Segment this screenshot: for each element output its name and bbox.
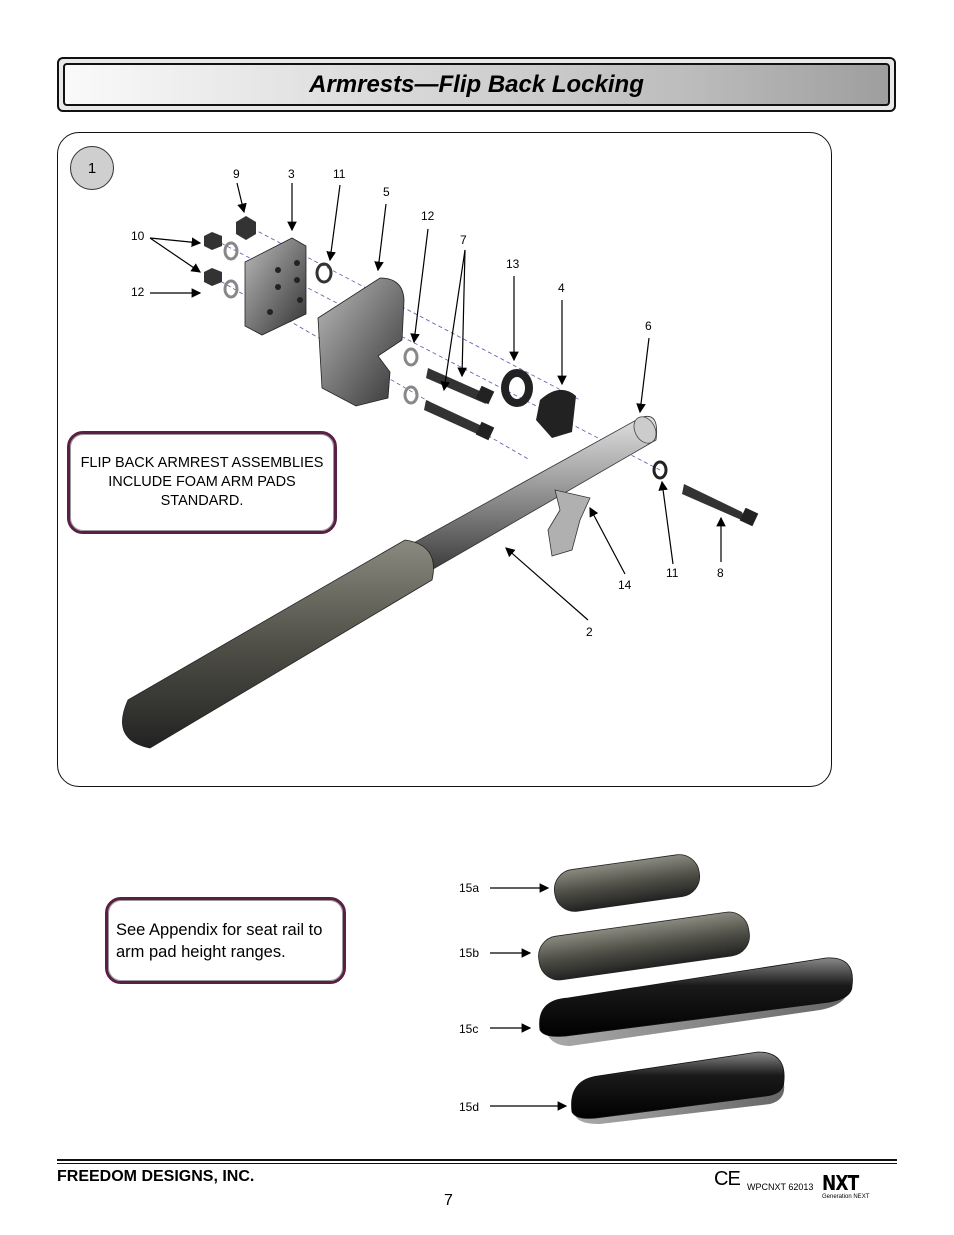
step-number-badge: 1 bbox=[70, 146, 114, 190]
callout-label: 3 bbox=[288, 167, 295, 181]
callout-label: 12 bbox=[131, 285, 145, 299]
callout-label: 4 bbox=[558, 281, 565, 295]
callout-label: 10 bbox=[131, 229, 145, 243]
callout-label: 9 bbox=[233, 167, 240, 181]
pad-label: 15a bbox=[459, 881, 480, 895]
callout-label: 7 bbox=[460, 233, 467, 247]
ce-mark: CE bbox=[714, 1168, 741, 1190]
callout-arrows bbox=[149, 182, 726, 621]
footer-rule bbox=[57, 1159, 897, 1161]
pad-arrows bbox=[490, 883, 568, 1111]
title-bar: Armrests—Flip Back Locking bbox=[57, 57, 896, 112]
plate-holes bbox=[267, 260, 303, 315]
brand-tagline: Generation NEXT bbox=[822, 1194, 870, 1200]
appendix-note: See Appendix for seat rail to arm pad he… bbox=[105, 897, 346, 984]
callout-label: 5 bbox=[383, 185, 390, 199]
armrest-tube bbox=[409, 415, 658, 573]
hardware bbox=[204, 216, 759, 527]
foam-grip bbox=[122, 539, 434, 749]
footer-rule-thin bbox=[57, 1163, 897, 1164]
release-lever bbox=[547, 489, 591, 557]
company-name: FREEDOM DESIGNS, INC. bbox=[57, 1168, 255, 1185]
page-number: 7 bbox=[444, 1192, 453, 1209]
callout-label: 2 bbox=[586, 625, 593, 639]
page-title: Armrests—Flip Back Locking bbox=[309, 70, 644, 98]
pad-label: 15b bbox=[459, 946, 480, 960]
arm-pad-15b bbox=[538, 911, 750, 981]
brand-logo: NXT bbox=[822, 1171, 859, 1195]
arm-pad-15c bbox=[539, 957, 853, 1046]
pad-label: 15d bbox=[459, 1100, 480, 1114]
callout-label: 8 bbox=[717, 566, 724, 580]
foam-pads-note-text: FLIP BACK ARMREST ASSEMBLIES INCLUDE FOA… bbox=[80, 455, 324, 509]
callout-label: 13 bbox=[506, 257, 520, 271]
callout-label: 11 bbox=[333, 167, 346, 181]
document-code: WPCNXT 62013 bbox=[747, 1182, 814, 1192]
callout-label: 11 bbox=[666, 566, 679, 580]
title-inner: Armrests—Flip Back Locking bbox=[63, 63, 890, 106]
pad-label: 15c bbox=[459, 1022, 479, 1036]
appendix-note-text: See Appendix for seat rail to arm pad he… bbox=[116, 920, 323, 961]
callout-label: 12 bbox=[421, 209, 435, 223]
arm-pad-15a bbox=[553, 854, 701, 912]
callout-label: 14 bbox=[618, 578, 632, 592]
bracket bbox=[317, 277, 405, 407]
foam-pads-note: FLIP BACK ARMREST ASSEMBLIES INCLUDE FOA… bbox=[67, 431, 337, 534]
arm-pad-15d bbox=[571, 1051, 785, 1124]
callout-label: 6 bbox=[645, 319, 652, 333]
